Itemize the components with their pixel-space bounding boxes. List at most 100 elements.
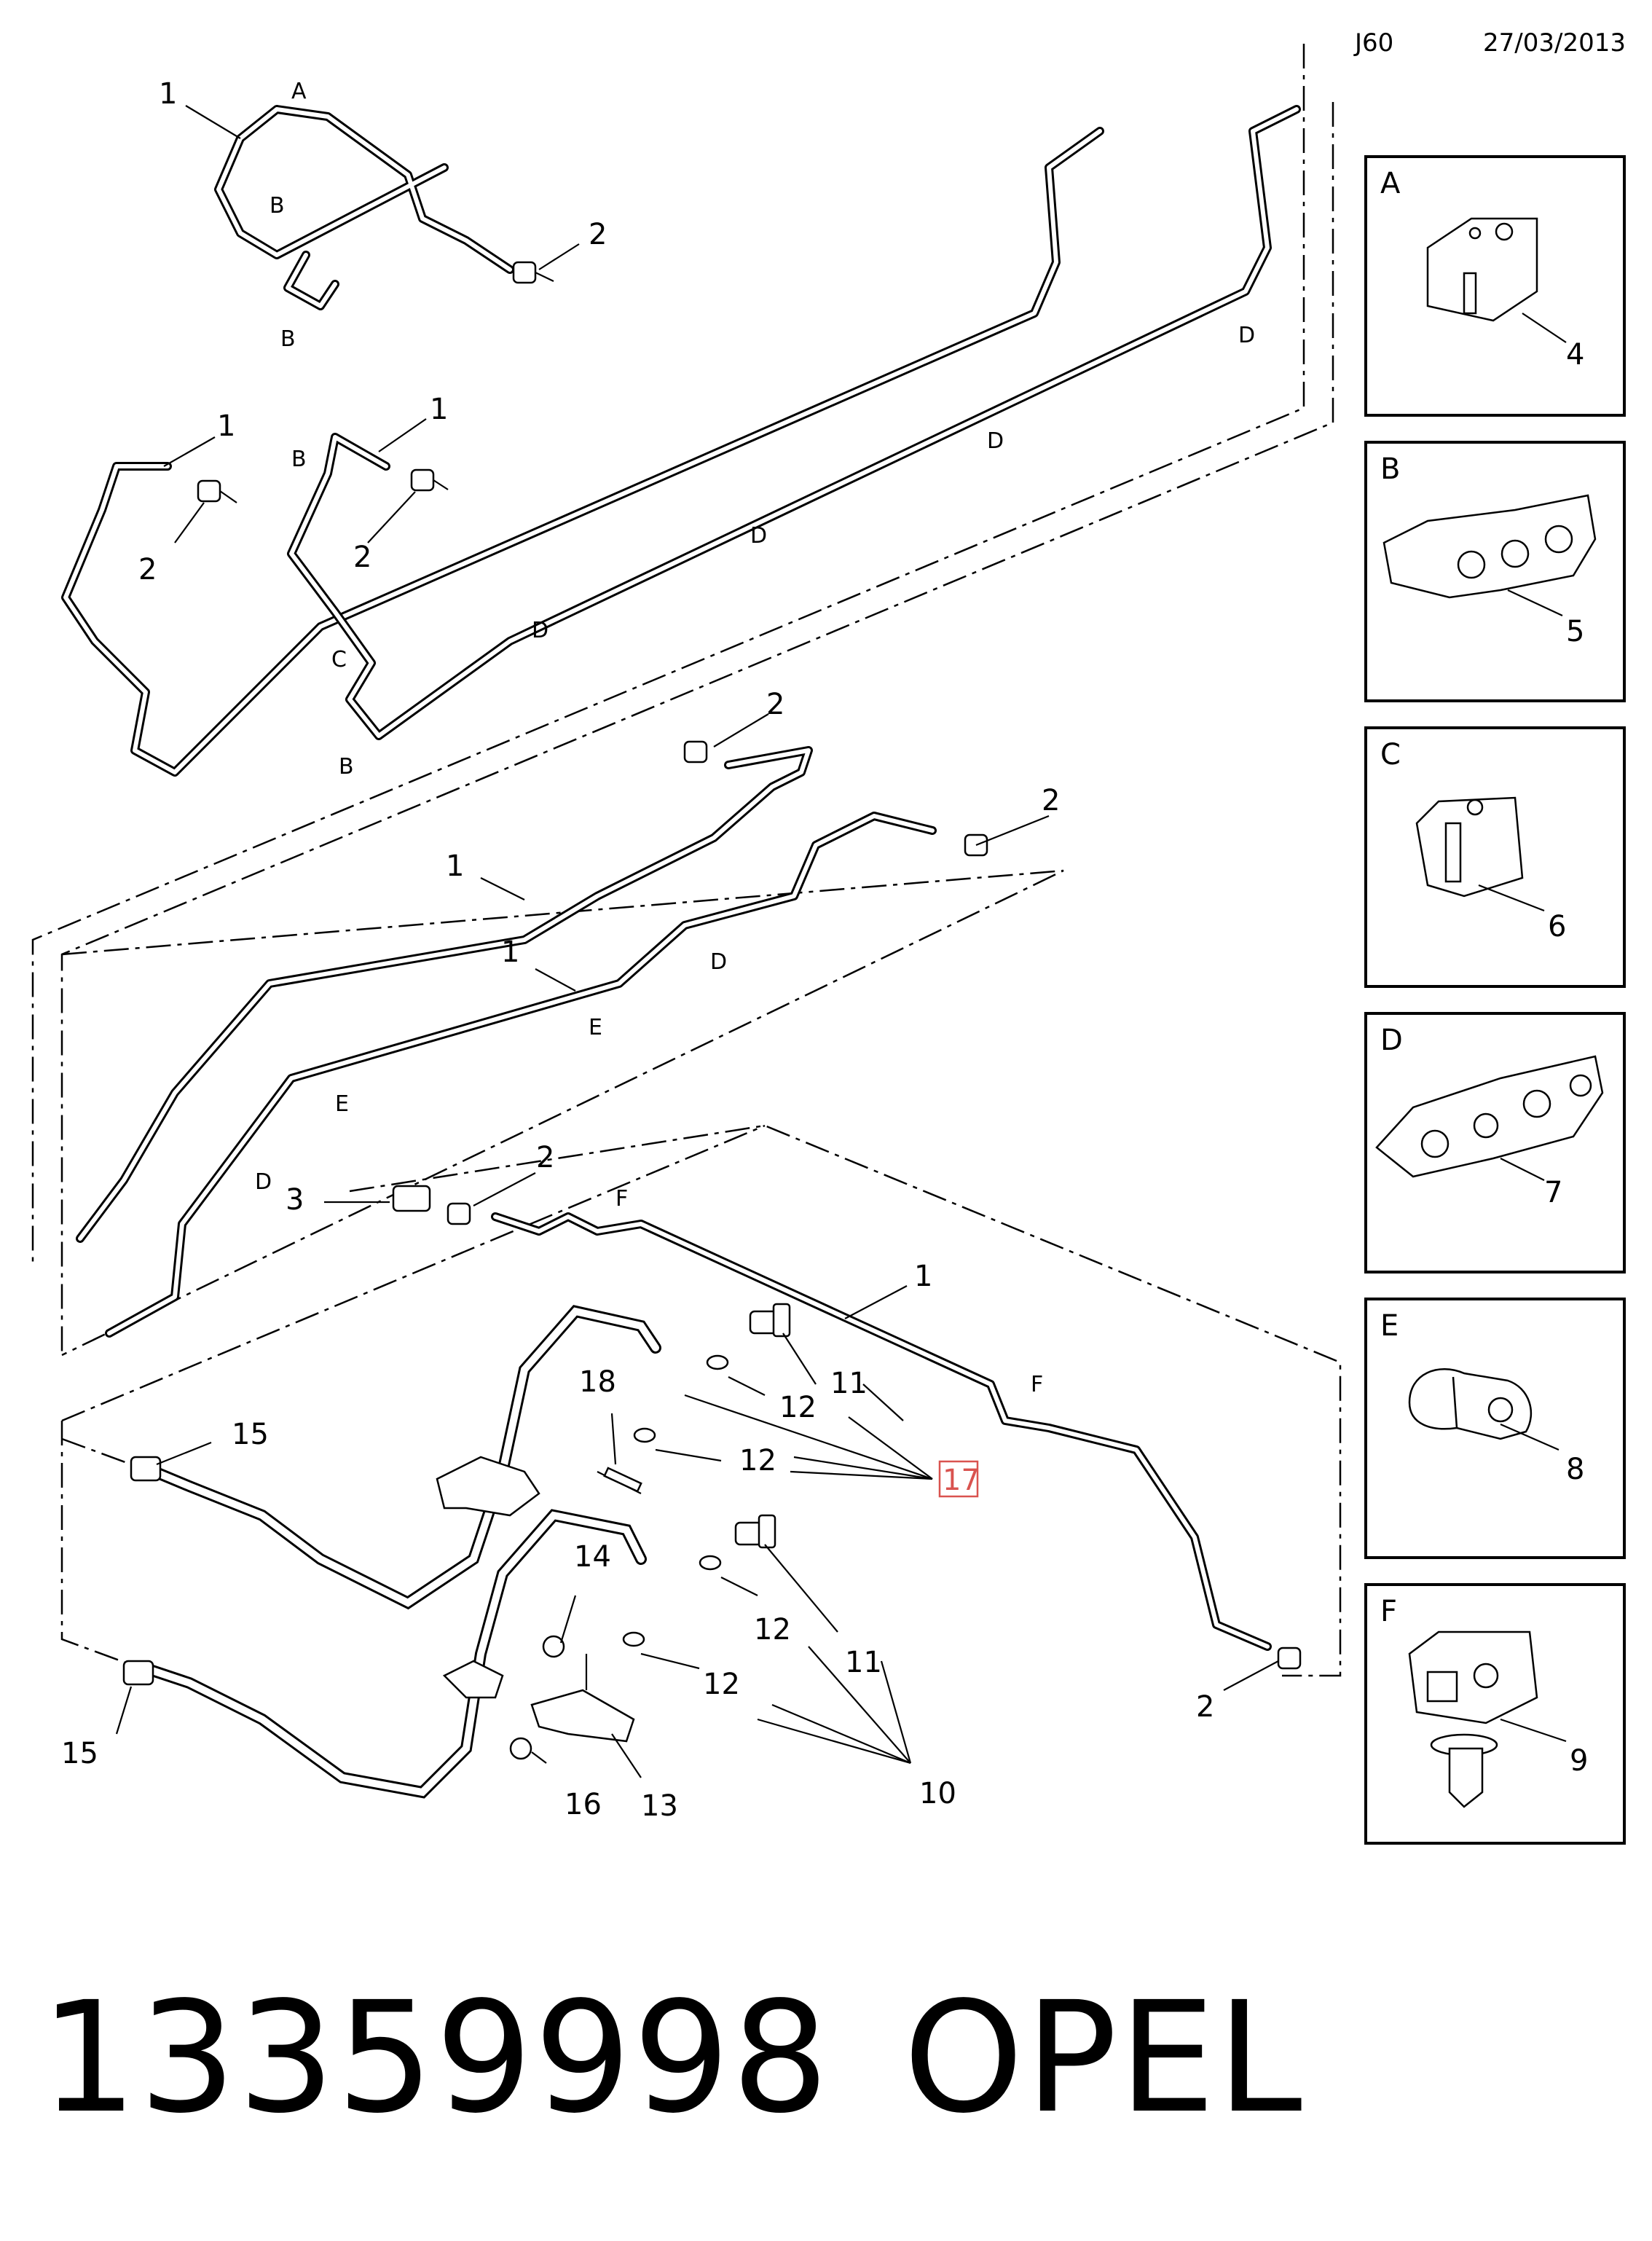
panel-letter: C bbox=[1380, 738, 1401, 772]
clip-label-b: B bbox=[280, 326, 296, 352]
callout-1: 1 bbox=[446, 849, 464, 883]
bolt-icon bbox=[542, 1635, 565, 1658]
callout-2: 2 bbox=[1042, 784, 1060, 817]
washer-icon bbox=[706, 1354, 729, 1370]
clip-label-d: D bbox=[1238, 323, 1255, 348]
panel-part-number: 4 bbox=[1566, 338, 1584, 372]
clip-label-f: F bbox=[615, 1186, 628, 1212]
clip-label-d: D bbox=[987, 428, 1004, 454]
fitting-nut-icon bbox=[410, 468, 449, 492]
clip-label-f: F bbox=[1031, 1372, 1043, 1397]
clip-label-e: E bbox=[589, 1015, 602, 1040]
panel-letter: F bbox=[1380, 1595, 1397, 1628]
pipe-top-left bbox=[214, 105, 514, 310]
nut-icon bbox=[509, 1737, 532, 1760]
banjo-bolt-icon bbox=[734, 1514, 776, 1549]
panel-part-number: 9 bbox=[1570, 1744, 1588, 1778]
brake-pipes bbox=[61, 105, 1301, 1651]
washer-icon bbox=[622, 1631, 645, 1647]
callout-labels: 1 2 1 1 2 2 2 2 1 1 3 2 1 15 15 2 18 11 … bbox=[61, 77, 1214, 1823]
callout-2: 2 bbox=[1196, 1690, 1214, 1724]
callout-12: 12 bbox=[703, 1668, 740, 1701]
fitting-nut-icon bbox=[197, 479, 237, 503]
callout-15: 15 bbox=[61, 1737, 98, 1770]
clip-label-b: B bbox=[291, 447, 307, 472]
callout-12: 12 bbox=[739, 1444, 776, 1477]
callout-14: 14 bbox=[574, 1540, 611, 1574]
callout-18: 18 bbox=[579, 1365, 616, 1399]
detail-panel-d: D 7 bbox=[1364, 1012, 1626, 1273]
clip-label-d: D bbox=[750, 523, 767, 549]
clip-label-c: C bbox=[331, 647, 347, 672]
clip-label-d: D bbox=[255, 1169, 272, 1195]
callout-16: 16 bbox=[565, 1788, 602, 1821]
detail-panel-a: A 4 bbox=[1364, 155, 1626, 417]
callout-13: 13 bbox=[641, 1789, 678, 1823]
bracket-plate-icon bbox=[530, 1689, 635, 1743]
clip-icon bbox=[122, 1660, 154, 1686]
callout-11: 11 bbox=[845, 1646, 882, 1679]
fitting-nut-icon bbox=[683, 740, 708, 764]
pipe-middle-2 bbox=[105, 812, 937, 1338]
callout-2: 2 bbox=[536, 1141, 554, 1174]
leader-lines bbox=[115, 105, 1279, 1778]
callout-12: 12 bbox=[779, 1391, 817, 1424]
washer-icon bbox=[699, 1555, 722, 1571]
dashed-outlines bbox=[31, 44, 1342, 1677]
panel-letter: D bbox=[1380, 1024, 1403, 1057]
panel-part-number: 5 bbox=[1566, 615, 1584, 648]
callout-15: 15 bbox=[232, 1418, 269, 1451]
clip-d-icon bbox=[1375, 1055, 1604, 1178]
clip-b-icon bbox=[1382, 494, 1597, 599]
detail-panel-b: B 5 bbox=[1364, 441, 1626, 702]
callout-2: 2 bbox=[589, 218, 607, 251]
callout-17: 17 bbox=[943, 1464, 980, 1497]
callout-2: 2 bbox=[766, 688, 784, 721]
stud-bolt-icon bbox=[597, 1467, 642, 1494]
callout-1: 1 bbox=[430, 393, 448, 426]
pipe-middle-1 bbox=[76, 746, 813, 1243]
pipe-long-c bbox=[287, 105, 1301, 740]
callout-3: 3 bbox=[286, 1183, 304, 1217]
callout-2: 2 bbox=[138, 553, 157, 586]
fitting-nut-icon bbox=[512, 261, 554, 284]
clip-e-icon bbox=[1408, 1368, 1533, 1440]
pipe-long-d bbox=[61, 127, 1104, 777]
panel-part-number: 6 bbox=[1548, 910, 1566, 943]
callout-11: 11 bbox=[830, 1367, 868, 1400]
clip-label-b: B bbox=[270, 193, 285, 219]
clip-label-b: B bbox=[339, 754, 354, 780]
brand-name: OPEL bbox=[903, 1969, 1304, 2147]
callout-1: 1 bbox=[217, 409, 235, 443]
callout-1: 1 bbox=[501, 935, 519, 969]
callout-2: 2 bbox=[353, 541, 371, 574]
highlight-box bbox=[938, 1460, 979, 1498]
diagram-code: J60 bbox=[1353, 28, 1393, 58]
panel-part-number: 8 bbox=[1566, 1453, 1584, 1486]
union-connector-icon bbox=[392, 1185, 431, 1212]
clip-c-icon bbox=[1415, 796, 1524, 898]
panel-letter: B bbox=[1380, 452, 1400, 486]
clip-label-e: E bbox=[335, 1091, 349, 1117]
callout-10: 10 bbox=[919, 1777, 956, 1810]
panel-letter: E bbox=[1380, 1309, 1399, 1343]
callout-1: 1 bbox=[159, 77, 177, 111]
bracket-icon bbox=[442, 1660, 504, 1699]
fitting-nut-icon bbox=[447, 1202, 471, 1225]
callout-12: 12 bbox=[754, 1613, 791, 1647]
clip-label-a: A bbox=[291, 79, 307, 104]
banjo-bolt-icon bbox=[749, 1303, 791, 1338]
fittings bbox=[122, 261, 1302, 1760]
detail-panel-c: C 6 bbox=[1364, 726, 1626, 988]
clip-icon bbox=[130, 1456, 162, 1482]
clip-label-d: D bbox=[532, 618, 548, 643]
detail-panel-e: E 8 bbox=[1364, 1298, 1626, 1559]
clip-label-d: D bbox=[710, 949, 727, 975]
bracket-icon bbox=[436, 1456, 540, 1517]
panel-letter: A bbox=[1380, 167, 1401, 200]
brake-hoses bbox=[140, 1305, 661, 1799]
washer-icon bbox=[633, 1427, 656, 1443]
detail-panel-f: F 9 bbox=[1364, 1583, 1626, 1845]
clip-a-icon bbox=[1426, 217, 1538, 322]
